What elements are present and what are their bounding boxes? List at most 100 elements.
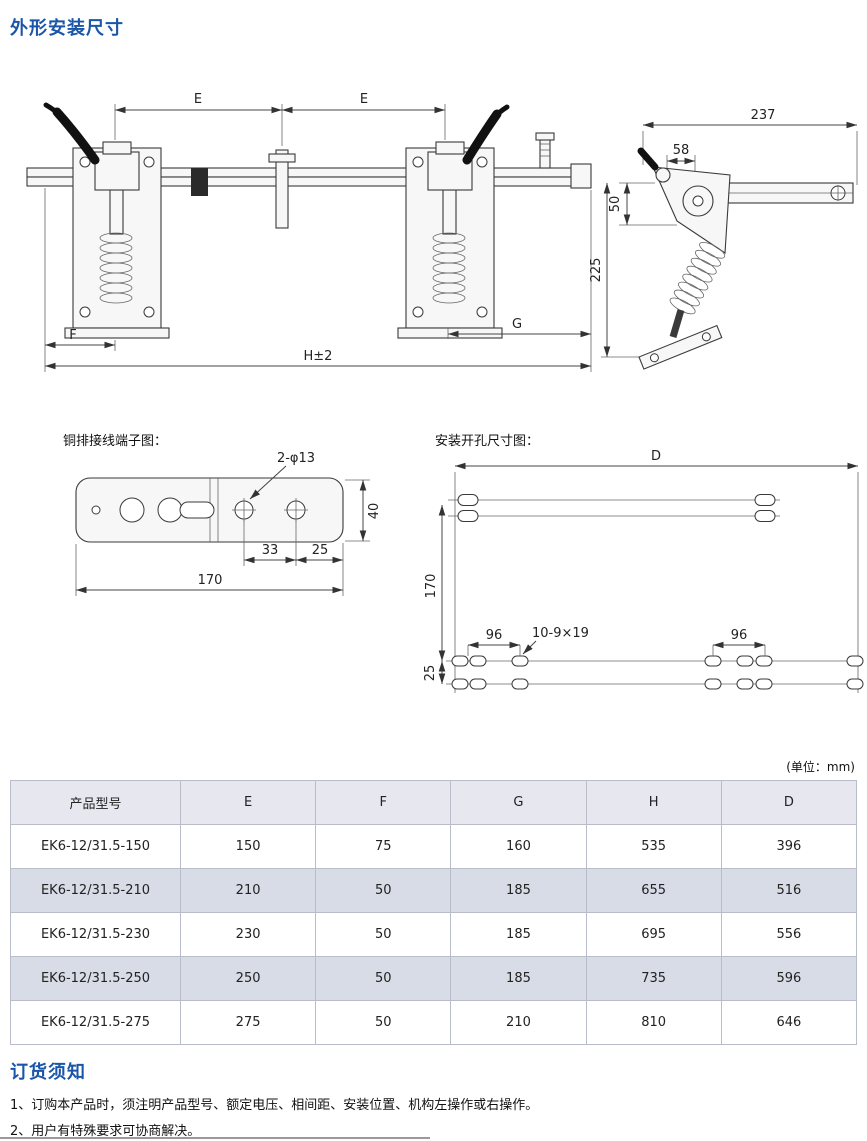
dimension-value-cell: 516 bbox=[720, 868, 858, 913]
product-model-cell: EK6-12/31.5-275 bbox=[10, 1000, 181, 1045]
mounting-holes-drawing: D 170 25 bbox=[423, 449, 864, 693]
dimension-value-cell: 50 bbox=[315, 912, 452, 957]
dim-label-170: 170 bbox=[198, 573, 223, 588]
dimension-value-cell: 210 bbox=[179, 868, 317, 913]
dim-label-e-right: E bbox=[360, 92, 368, 107]
dimension-value-cell: 556 bbox=[720, 912, 858, 957]
dim-label-237: 237 bbox=[751, 108, 776, 123]
mounting-diagram-caption: 安装开孔尺寸图： bbox=[435, 434, 540, 449]
dimension-2phi13: 2-φ13 bbox=[249, 451, 315, 500]
right-pole-assembly bbox=[397, 104, 510, 339]
dim-label-e-left: E bbox=[194, 92, 202, 107]
bottom-divider bbox=[0, 1137, 430, 1139]
left-pole-assembly bbox=[43, 102, 170, 339]
product-model-cell: EK6-12/31.5-250 bbox=[10, 956, 181, 1001]
dimension-value-cell: 596 bbox=[720, 956, 858, 1001]
dim-label-h: H±2 bbox=[304, 349, 333, 364]
dim-label-225: 225 bbox=[589, 258, 604, 283]
dimension-value-cell: 150 bbox=[179, 824, 317, 869]
dimension-value-cell: 275 bbox=[179, 1000, 317, 1045]
dimension-h: H±2 bbox=[45, 349, 591, 370]
bottom-slots bbox=[446, 655, 864, 690]
center-support bbox=[268, 149, 296, 229]
terminal-diagram-caption: 铜排接线端子图： bbox=[63, 434, 168, 449]
dimension-value-cell: 50 bbox=[315, 1000, 452, 1045]
page-title: 外形安装尺寸 bbox=[10, 18, 124, 39]
dimension-170: 170 bbox=[75, 544, 343, 596]
dim-label-40: 40 bbox=[367, 503, 382, 520]
side-insulator-spring bbox=[669, 241, 726, 338]
dimension-value-cell: 50 bbox=[315, 868, 452, 913]
dim-label-96-right: 96 bbox=[731, 628, 748, 643]
dimension-value-cell: 185 bbox=[450, 868, 587, 913]
column-header: H bbox=[585, 780, 722, 825]
dimension-e: E E bbox=[114, 92, 446, 146]
dimension-value-cell: 655 bbox=[585, 868, 722, 913]
right-spring bbox=[432, 232, 466, 304]
ordering-note-1: 1、订购本产品时，须注明产品型号、额定电压、相间距、安装位置、机构左操作或右操作… bbox=[10, 1098, 539, 1113]
dimension-value-cell: 230 bbox=[179, 912, 317, 957]
column-header: F bbox=[315, 780, 452, 825]
dimension-value-cell: 695 bbox=[585, 912, 722, 957]
top-slots bbox=[448, 494, 780, 522]
end-bolt bbox=[535, 132, 555, 169]
product-model-cell: EK6-12/31.5-150 bbox=[10, 824, 181, 869]
dimension-f: F bbox=[44, 188, 116, 372]
dimension-value-cell: 210 bbox=[450, 1000, 587, 1045]
dimension-237: 237 bbox=[642, 108, 858, 185]
dimension-225: 225 bbox=[589, 183, 657, 358]
column-header: E bbox=[179, 780, 317, 825]
front-view-drawing: E E bbox=[26, 92, 592, 372]
column-header: 产品型号 bbox=[10, 780, 181, 825]
dim-label-g: G bbox=[512, 317, 522, 332]
dimension-96-left: 96 bbox=[467, 628, 521, 656]
dim-label-96-left: 96 bbox=[486, 628, 503, 643]
bar-end-block bbox=[570, 163, 592, 189]
dim-label-58: 58 bbox=[673, 143, 690, 158]
dimension-40: 40 bbox=[345, 479, 382, 542]
side-base-plate bbox=[638, 324, 723, 370]
dim-label-d: D bbox=[651, 449, 661, 464]
dimension-50: 50 bbox=[608, 182, 677, 226]
dim-label-33: 33 bbox=[262, 543, 279, 558]
dimension-value-cell: 185 bbox=[450, 956, 587, 1001]
dim-label-50: 50 bbox=[608, 196, 623, 213]
left-spring bbox=[99, 232, 133, 304]
dimension-33-25: 33 25 bbox=[243, 520, 344, 596]
dimension-value-cell: 75 bbox=[315, 824, 452, 869]
side-mechanism bbox=[637, 147, 854, 254]
terminal-plate-drawing: 2-φ13 40 33 25 170 bbox=[75, 451, 382, 596]
bar-clamp bbox=[191, 168, 208, 196]
dimension-value-cell: 735 bbox=[585, 956, 722, 1001]
dim-label-25: 25 bbox=[423, 665, 438, 682]
column-header: D bbox=[720, 780, 858, 825]
dimension-value-cell: 396 bbox=[720, 824, 858, 869]
dimension-170: 170 bbox=[424, 505, 446, 661]
dimension-value-cell: 646 bbox=[720, 1000, 858, 1045]
dimension-g: G bbox=[447, 190, 592, 372]
terminal-plate bbox=[75, 477, 344, 543]
dim-label-slots: 10-9×19 bbox=[532, 626, 589, 641]
dim-label-170: 170 bbox=[424, 574, 439, 599]
dimension-value-cell: 535 bbox=[585, 824, 722, 869]
dimension-96-right: 96 bbox=[712, 628, 766, 656]
slot-spec-label: 10-9×19 bbox=[522, 626, 589, 655]
product-model-cell: EK6-12/31.5-210 bbox=[10, 868, 181, 913]
dimension-value-cell: 810 bbox=[585, 1000, 722, 1045]
dimension-value-cell: 50 bbox=[315, 956, 452, 1001]
dimension-value-cell: 250 bbox=[179, 956, 317, 1001]
product-model-cell: EK6-12/31.5-230 bbox=[10, 912, 181, 957]
ordering-section-title: 订货须知 bbox=[10, 1062, 86, 1083]
dim-label-2phi13: 2-φ13 bbox=[277, 451, 315, 466]
dimension-value-cell: 185 bbox=[450, 912, 587, 957]
dim-label-25: 25 bbox=[312, 543, 329, 558]
column-header: G bbox=[450, 780, 587, 825]
